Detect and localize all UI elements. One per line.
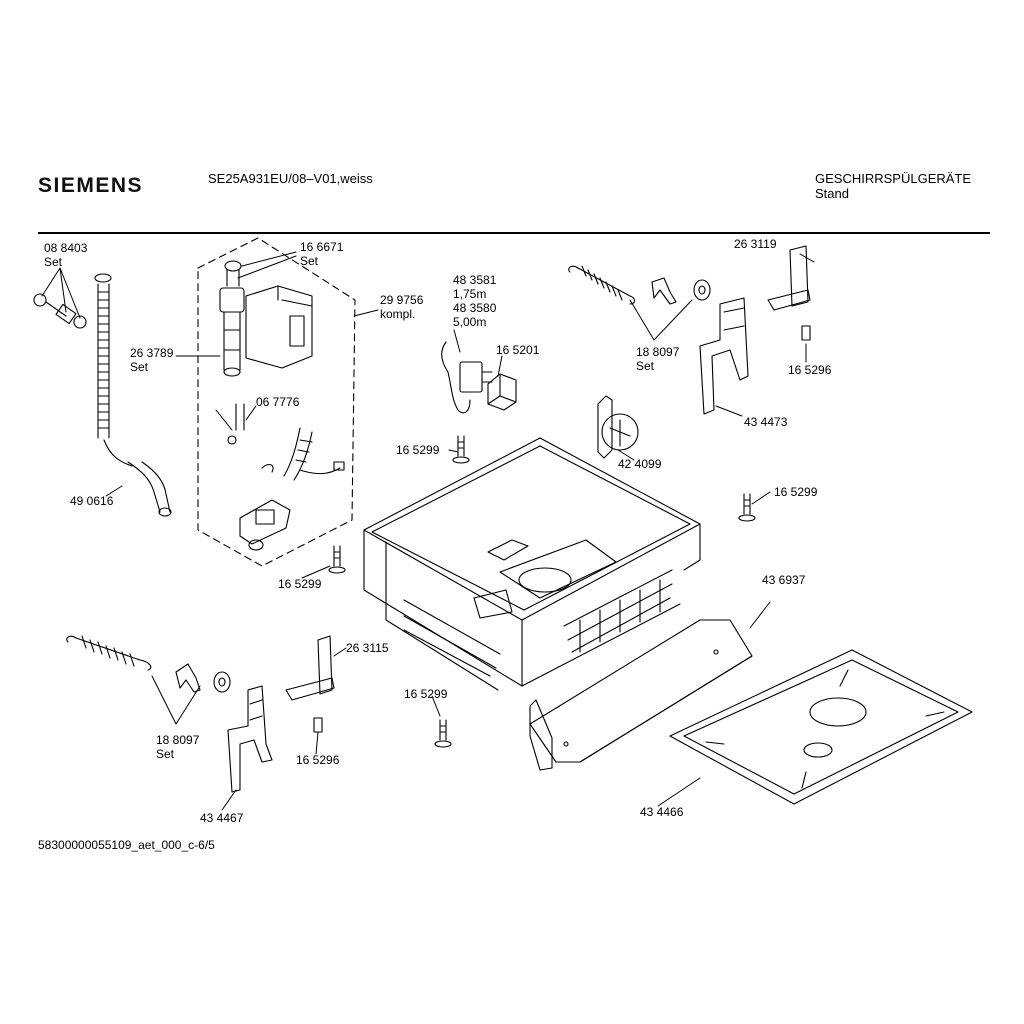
hose-clamps-drawing [33,293,87,329]
label-165299-b: 16 5299 [774,485,818,499]
circulation-pump-drawing [597,395,639,459]
model-number: SE25A931EU/08–V01,weiss [208,171,373,186]
spring-upper-drawing [568,265,711,305]
label-165201: 16 5201 [496,343,540,357]
cable-connector-drawing [441,341,493,414]
label-165296-upper: 16 5296 [788,363,832,377]
label-434466: 43 4466 [640,805,684,819]
label-424099: 42 4099 [618,457,662,471]
document-id: 58300000055109_aet_000_c-6/5 [38,838,215,852]
category-title: GESCHIRRSPÜLGERÄTE [815,171,972,186]
label-434473: 43 4473 [744,415,788,429]
label-263119: 26 3119 [734,237,777,251]
label-436937: 43 6937 [762,573,806,587]
spring-lower-drawing [66,635,231,693]
label-067776: 06 7776 [256,395,300,409]
label-490616: 49 0616 [70,494,114,508]
base-frame-drawing [363,437,701,691]
label-165299-a: 16 5299 [396,443,440,457]
hinge-bracket-right-drawing [699,245,811,415]
plinth-panel-drawing [529,619,753,771]
aquastop-tube-drawing [283,427,345,481]
header-rule [38,232,990,234]
label-165299-d: 16 5299 [404,687,448,701]
label-165296-lower: 16 5296 [296,753,340,767]
switch-bracket-drawing [239,499,291,551]
base-plate-drawing [669,649,973,805]
leader-lines [41,251,815,811]
hinge-bracket-left-drawing [227,635,335,793]
category-subtitle: Stand [815,186,849,201]
label-263115: 26 3115 [346,641,389,655]
screw-drawings [328,435,756,748]
kit-dashed-outline [197,237,356,567]
label-165299-c: 16 5299 [278,577,322,591]
brand-logo: SIEMENS [38,174,144,197]
inlet-valve-drawing [219,260,313,473]
drain-hose-drawing [94,273,172,517]
label-434467: 43 4467 [200,811,244,825]
connector-block-drawing [487,373,517,411]
category-block: GESCHIRRSPÜLGERÄTE Stand [815,171,971,201]
